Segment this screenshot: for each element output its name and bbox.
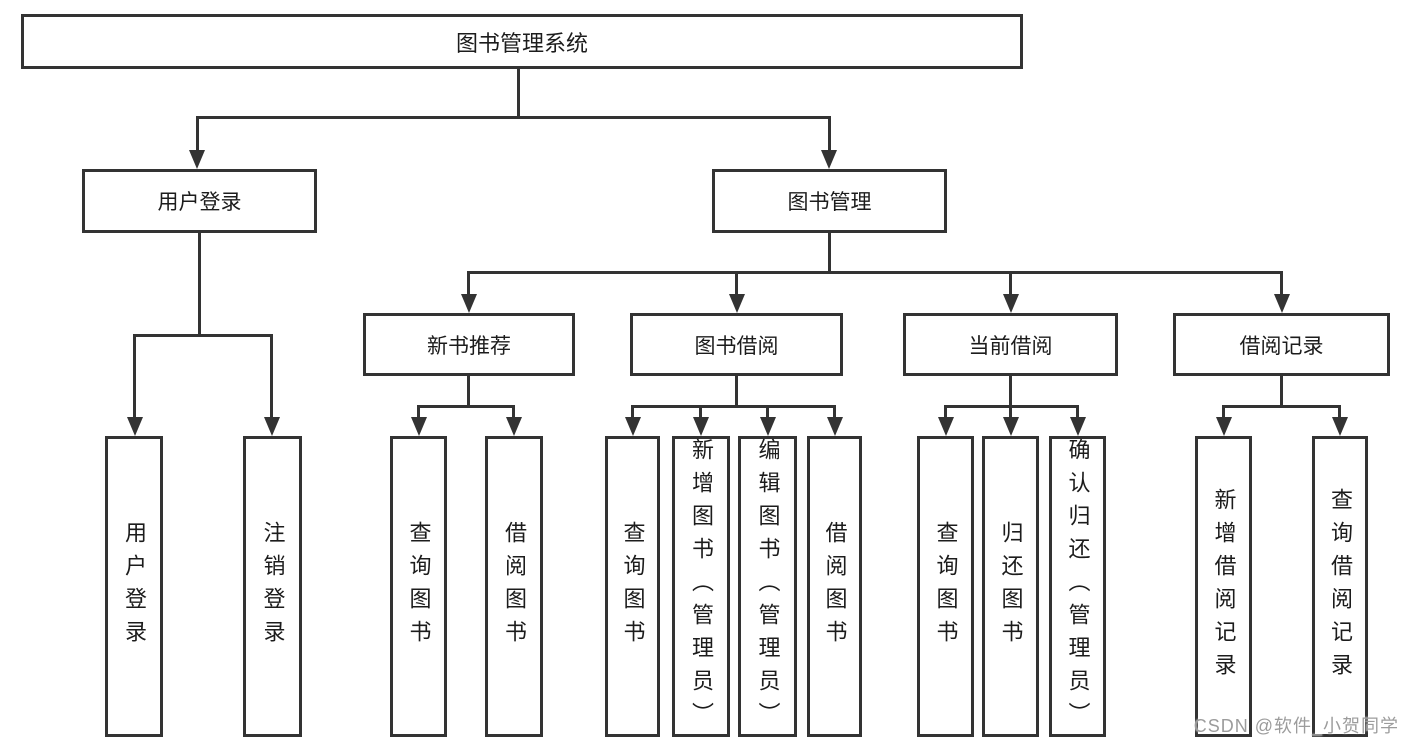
node-new-book-recommend: 新书推荐: [363, 313, 575, 376]
arrow-down-icon: [729, 294, 745, 313]
arrow-down-icon: [938, 417, 954, 436]
leaf-logout-login-label: 注销登录: [260, 520, 286, 653]
connector-leaf-drop: [699, 405, 702, 419]
leaf-add-borrow-record: 新增借阅记录: [1195, 436, 1252, 737]
arrow-down-icon: [760, 417, 776, 436]
leaf-query-book-under-recommend: 查询图书: [390, 436, 447, 737]
node-book-borrowing: 图书借阅: [630, 313, 843, 376]
connector-current-borrow-stem: [1009, 375, 1012, 408]
node-root-library-system: 图书管理系统: [21, 14, 1023, 69]
arrow-down-icon: [506, 417, 522, 436]
leaf-user-login: 用户登录: [105, 436, 163, 737]
connector-leaf-drop: [512, 405, 515, 419]
arrow-down-icon: [1070, 417, 1086, 436]
node-user-login-label: 用户登录: [157, 191, 242, 214]
leaf-add-book-admin-label: 新增图书（管理员）: [689, 438, 714, 735]
connector-to-new-book: [467, 271, 470, 297]
connector-book-borrow-bar: [631, 405, 835, 408]
leaf-query-book-label: 查询图书: [620, 520, 646, 653]
connector-book-borrow-stem: [735, 375, 738, 408]
leaf-borrow-book-label: 借阅图书: [822, 520, 848, 653]
leaf-user-login-label: 用户登录: [122, 520, 147, 653]
connector-leaf-drop: [1076, 405, 1079, 419]
connector-user-login-bar: [133, 334, 273, 337]
leaf-query-borrow-record: 查询借阅记录: [1312, 436, 1368, 737]
leaf-query-borrow-record-label: 查询借阅记录: [1328, 487, 1353, 686]
node-borrow-records: 借阅记录: [1173, 313, 1390, 376]
connector-root-stem: [517, 68, 520, 118]
connector-to-leaf-user-login: [133, 334, 136, 418]
arrow-down-icon: [821, 150, 837, 169]
arrow-down-icon: [1274, 294, 1290, 313]
leaf-query-book-under-current: 查询图书: [917, 436, 974, 737]
arrow-down-icon: [127, 417, 143, 436]
connector-to-leaf-logout: [270, 334, 273, 418]
connector-leaf-drop: [1338, 405, 1341, 419]
connector-new-book-bar: [417, 405, 514, 408]
connector-to-book-borrow: [735, 271, 738, 297]
leaf-add-book-admin: 新增图书（管理员）: [672, 436, 730, 737]
csdn-watermark: CSDN @软件_小贺同学: [1193, 716, 1399, 736]
node-book-borrowing-label: 图书借阅: [694, 334, 779, 358]
connector-root-to-user-login: [196, 116, 199, 152]
node-current-borrowing: 当前借阅: [903, 313, 1118, 376]
arrow-down-icon: [461, 294, 477, 313]
connector-user-login-stem: [198, 232, 201, 337]
leaf-edit-book-admin-label: 编辑图书（管理员）: [755, 438, 781, 735]
leaf-borrow-book-under-recommend: 借阅图书: [485, 436, 543, 737]
connector-root-to-book-mgmt: [828, 116, 831, 152]
arrow-down-icon: [693, 417, 709, 436]
connector-leaf-drop: [1009, 405, 1012, 419]
connector-book-mgmt-bar: [467, 271, 1282, 274]
arrow-down-icon: [1003, 294, 1019, 313]
arrow-down-icon: [411, 417, 427, 436]
arrow-down-icon: [625, 417, 641, 436]
leaf-borrow-book-label: 借阅图书: [502, 520, 527, 653]
leaf-confirm-return-admin-label: 确认归还（管理员）: [1065, 438, 1091, 735]
connector-to-current-borrow: [1009, 271, 1012, 297]
arrow-down-icon: [827, 417, 843, 436]
connector-to-borrow-record: [1280, 271, 1283, 297]
node-root-label: 图书管理系统: [455, 30, 588, 56]
connector-leaf-drop: [766, 405, 769, 419]
arrow-down-icon: [1216, 417, 1232, 436]
arrow-down-icon: [1332, 417, 1348, 436]
connector-leaf-drop: [1222, 405, 1225, 419]
leaf-borrow-book-under-borrowing: 借阅图书: [807, 436, 862, 737]
connector-book-mgmt-stem: [828, 232, 831, 274]
leaf-edit-book-admin: 编辑图书（管理员）: [738, 436, 797, 737]
leaf-query-book-label: 查询图书: [933, 520, 959, 653]
leaf-return-book-label: 归还图书: [998, 520, 1024, 653]
connector-leaf-drop: [631, 405, 634, 419]
leaf-confirm-return-admin: 确认归还（管理员）: [1049, 436, 1106, 737]
leaf-query-book-under-borrowing: 查询图书: [605, 436, 660, 737]
connector-leaf-drop: [944, 405, 947, 419]
arrow-down-icon: [1003, 417, 1019, 436]
node-borrow-records-label: 借阅记录: [1239, 334, 1324, 358]
arrow-down-icon: [264, 417, 280, 436]
leaf-return-book: 归还图书: [982, 436, 1039, 737]
connector-root-bar: [196, 116, 830, 119]
connector-new-book-stem: [467, 375, 470, 408]
node-user-login: 用户登录: [82, 169, 317, 233]
leaf-add-borrow-record-label: 新增借阅记录: [1211, 487, 1237, 686]
node-current-borrowing-label: 当前借阅: [968, 334, 1053, 358]
node-book-management: 图书管理: [712, 169, 947, 233]
connector-leaf-drop: [417, 405, 420, 419]
arrow-down-icon: [189, 150, 205, 169]
leaf-query-book-label: 查询图书: [406, 520, 432, 653]
connector-leaf-drop: [833, 405, 836, 419]
leaf-logout-login: 注销登录: [243, 436, 302, 737]
connector-borrow-record-stem: [1280, 375, 1283, 408]
node-book-management-label: 图书管理: [787, 191, 872, 214]
node-new-book-recommend-label: 新书推荐: [427, 334, 511, 358]
connector-borrow-record-bar: [1222, 405, 1341, 408]
